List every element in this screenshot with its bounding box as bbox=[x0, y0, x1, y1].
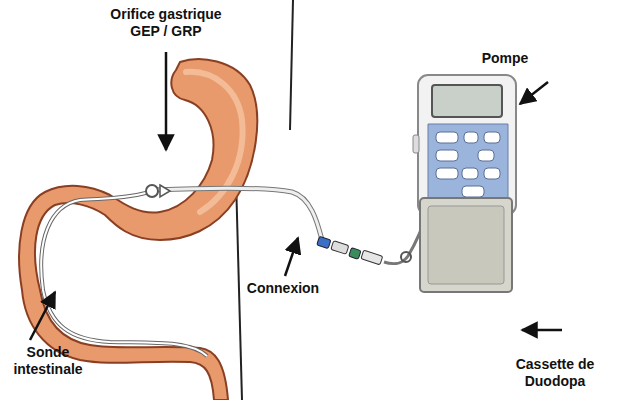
pointer-arrow bbox=[285, 238, 298, 276]
label-box: Orifice gastrique GEP / GRP bbox=[96, 6, 236, 40]
external-tube bbox=[155, 188, 322, 240]
pump-screen bbox=[432, 85, 502, 117]
part-label: Pompe bbox=[470, 50, 540, 67]
pump-buttons bbox=[436, 132, 500, 197]
label-box: Sonde intestinale bbox=[4, 344, 92, 378]
connector bbox=[331, 241, 349, 255]
part-label: Cassette de Duodopa bbox=[500, 356, 610, 390]
pointer-arrow bbox=[30, 292, 55, 340]
pointer-arrow bbox=[522, 329, 562, 332]
label-box: Connexion bbox=[238, 280, 328, 297]
connector bbox=[361, 250, 383, 265]
intestinal-tube bbox=[41, 192, 207, 356]
connector bbox=[349, 248, 361, 260]
pointer-arrow bbox=[520, 82, 548, 104]
duodopa-cassette bbox=[420, 198, 512, 292]
pump-keypad bbox=[428, 124, 508, 207]
peg-port bbox=[146, 185, 158, 197]
label-box: Pompe bbox=[470, 50, 540, 67]
external-tube bbox=[155, 188, 322, 240]
part-label: Sonde intestinale bbox=[4, 344, 92, 378]
label-box: Cassette de Duodopa bbox=[500, 356, 610, 390]
body-outline bbox=[290, 0, 293, 130]
peg-port bbox=[160, 185, 170, 197]
pump-body bbox=[418, 75, 516, 215]
part-label: Connexion bbox=[238, 280, 328, 297]
pump-side-button bbox=[413, 135, 419, 153]
part-label: Orifice gastrique GEP / GRP bbox=[96, 6, 236, 40]
tube-clip bbox=[401, 252, 411, 262]
intestinal-tube bbox=[41, 192, 207, 356]
duodopa-cassette bbox=[428, 206, 504, 284]
pointer-arrow bbox=[165, 52, 168, 150]
connector bbox=[317, 236, 331, 248]
